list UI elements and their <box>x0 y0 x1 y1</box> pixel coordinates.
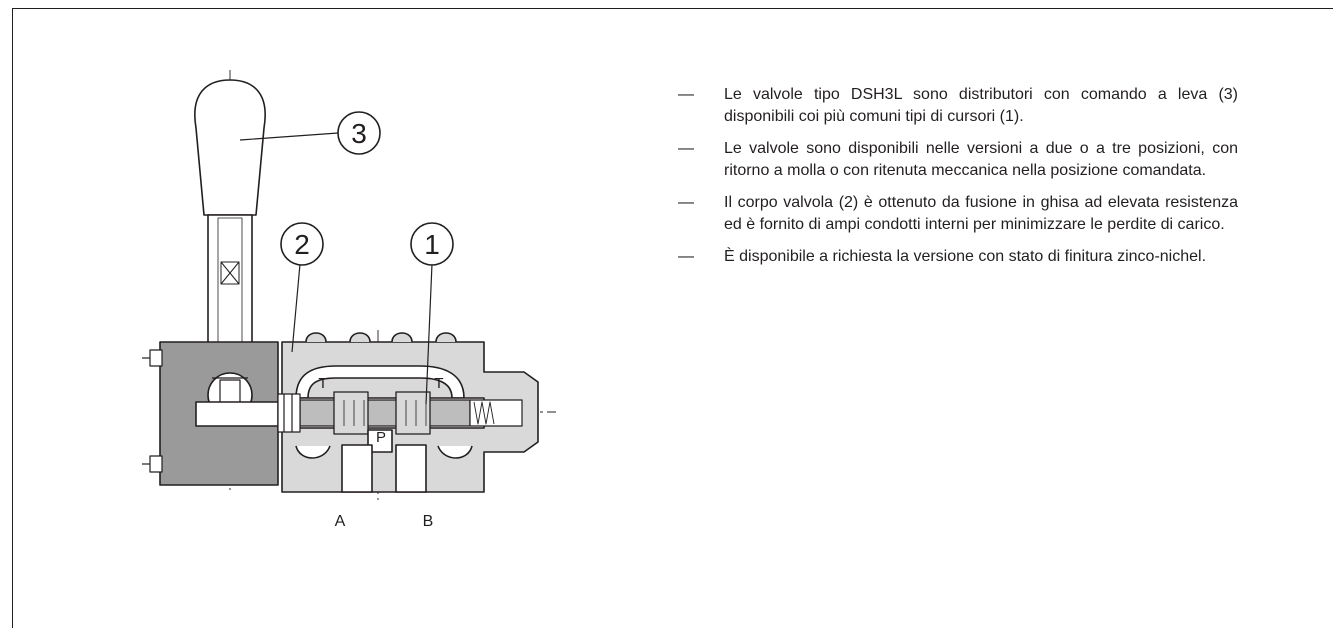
description-item: — Le valvole tipo DSH3L sono distributori… <box>678 84 1238 127</box>
item-text: Il corpo valvola (2) è ottenuto da fusio… <box>724 194 1238 233</box>
port-t-left-label: T <box>318 375 327 392</box>
valve-section-drawing: 3 2 1 T T P A B <box>142 70 556 530</box>
callout-1: 1 <box>410 222 454 266</box>
port-b <box>395 444 427 493</box>
port-b-label: B <box>423 513 434 530</box>
callout-2: 2 <box>280 222 324 266</box>
item-dash: — <box>678 248 694 265</box>
leader-lines <box>239 132 433 405</box>
callout-3: 3 <box>337 111 381 155</box>
page-frame <box>12 8 1333 628</box>
description-item: — Le valvole sono disponibili nelle versi… <box>678 138 1238 181</box>
item-text: È disponibile a richiesta la versione co… <box>724 248 1207 265</box>
item-dash: — <box>678 140 694 157</box>
description-item: — È disponibile a richiesta la versione c… <box>678 246 1238 268</box>
callout-1-label: 1 <box>424 229 440 260</box>
callout-2-label: 2 <box>294 229 310 260</box>
port-p-label: P <box>376 429 386 446</box>
description-item: — Il corpo valvola (2) è ottenuto da fusi… <box>678 192 1238 235</box>
spool-seal <box>277 393 301 433</box>
port-t-right-label: T <box>434 375 443 392</box>
item-text: Le valvole sono disponibili nelle versio… <box>724 140 1238 179</box>
callout-3-label: 3 <box>351 118 367 149</box>
port-a-label: A <box>335 513 346 530</box>
spring-cap <box>469 399 523 427</box>
item-dash: — <box>678 194 694 211</box>
item-text: Le valvole tipo DSH3L sono distributori … <box>724 86 1238 125</box>
description-list: — Le valvole tipo DSH3L sono distributori… <box>678 84 1238 279</box>
port-a <box>341 444 373 493</box>
lever-link <box>195 401 279 427</box>
spool-cursor <box>299 391 471 435</box>
body-top-bosses <box>305 332 457 343</box>
lever-knob <box>194 79 266 216</box>
spanner-flat-icon <box>220 261 240 285</box>
housing-screws <box>142 349 163 473</box>
item-dash: — <box>678 86 694 103</box>
